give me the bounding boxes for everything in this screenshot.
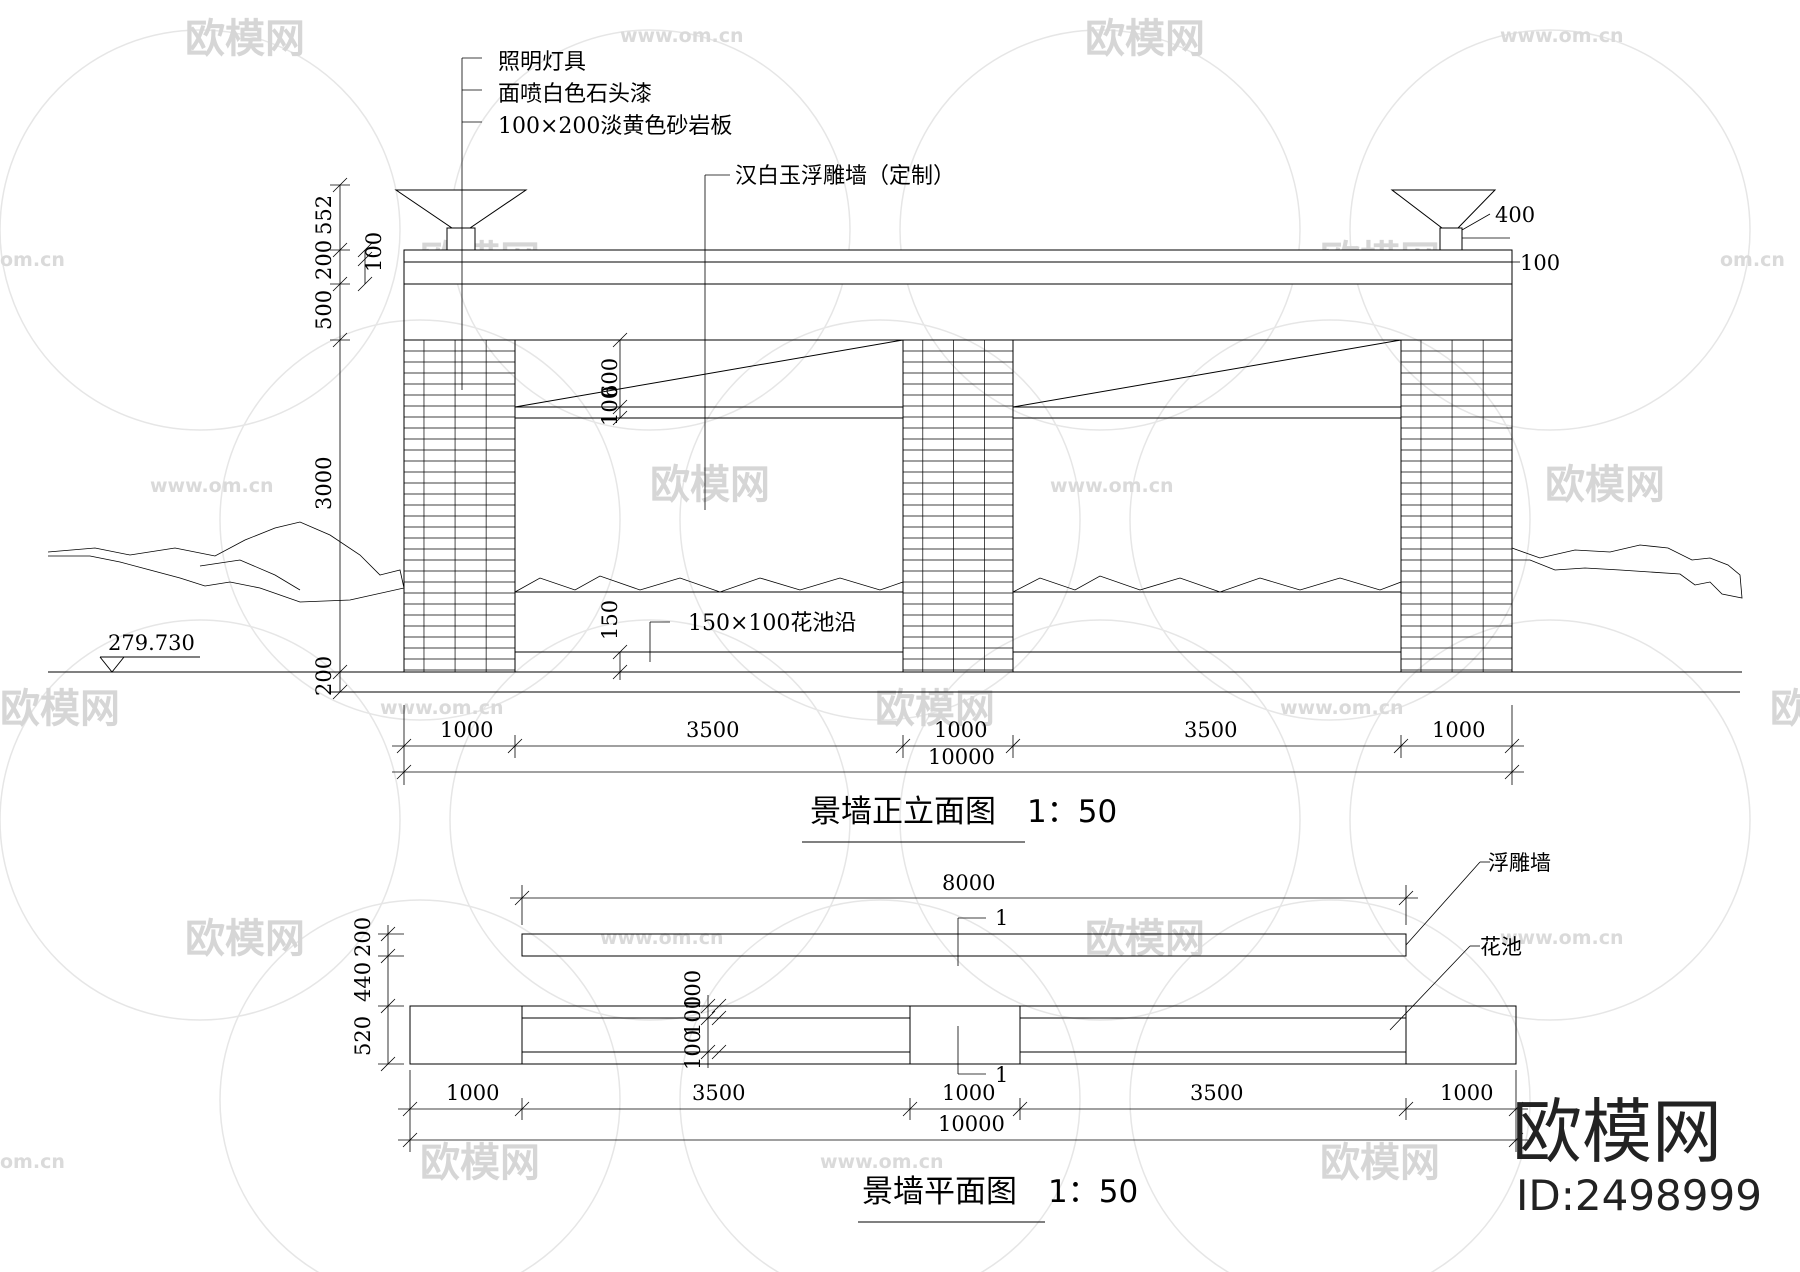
- dim-left-200-bottom: 200: [312, 656, 336, 696]
- dimension-panel: 600 100 150: [598, 332, 628, 680]
- watermark-url: www.om.cn: [1500, 927, 1624, 949]
- plan-dim-inner-100-b: 100: [681, 996, 705, 1036]
- plan-dim-bottom-total: 10000: [938, 1112, 1005, 1136]
- plan-dim-8000: 8000: [942, 871, 995, 895]
- watermark-url: www.om.cn: [600, 927, 724, 949]
- dim-bottom-1000-c: 1000: [1432, 718, 1485, 742]
- pillar-left: [404, 339, 515, 672]
- watermark-url: om.cn: [1720, 249, 1785, 271]
- rock-right: [1511, 544, 1743, 599]
- dim-lamp-top: 400: [1495, 203, 1535, 227]
- watermark-brand: 欧模网: [650, 462, 770, 508]
- watermark-brand: 欧模网: [1545, 462, 1665, 508]
- label-sandstone: 100×200淡黄色砂岩板: [498, 114, 732, 139]
- plan-dimension-inner: 100 100 100: [681, 970, 727, 1070]
- leader-lines: [461, 57, 1520, 662]
- elevation-title: 景墙正立面图 1：50: [810, 794, 1117, 830]
- dim-bottom-1000-a: 1000: [440, 718, 493, 742]
- pillar-middle: [903, 339, 1013, 672]
- watermark-url: www.om.cn: [150, 475, 274, 497]
- pillar-right: [1401, 339, 1512, 672]
- dim-lamp-side: 100: [1520, 251, 1560, 275]
- relief-panel-right: [1012, 339, 1402, 673]
- dim-bottom-3500-a: 3500: [686, 718, 739, 742]
- elevation-marker: 279.730: [99, 631, 200, 673]
- plan-dim-bottom-1000-a: 1000: [446, 1081, 499, 1105]
- watermark-brand: 欧模网: [185, 16, 305, 62]
- watermark-brand: 欧模网: [0, 686, 120, 732]
- relief-panel-left: [514, 339, 904, 673]
- wall-body: [403, 339, 1513, 673]
- plan-dim-440: 440: [351, 962, 375, 1002]
- dim-left-552: 552: [312, 195, 336, 235]
- watermark-brand: 欧模网: [185, 916, 305, 962]
- coping-band: [403, 261, 1513, 285]
- brand-watermark: 欧模网 ID:2498999: [1512, 1091, 1762, 1220]
- brand-logo-text: 欧模网: [1512, 1091, 1722, 1173]
- plan-dim-bottom-3500-a: 3500: [692, 1081, 745, 1105]
- label-planter-edge: 150×100花池沿: [688, 611, 856, 636]
- plan-dimension-bottom: 1000 3500 1000 3500 1000 10000: [398, 1070, 1528, 1152]
- section-mark-top: 1: [995, 906, 1008, 930]
- dim-left-500: 500: [312, 290, 336, 330]
- watermark-url: om.cn: [0, 249, 65, 271]
- label-paint: 面喷白色石头漆: [498, 82, 652, 107]
- dim-bottom-3500-b: 3500: [1184, 718, 1237, 742]
- plan-leaders: [1389, 861, 1490, 1031]
- label-planter-plan: 花池: [1480, 935, 1522, 959]
- watermark-text: 欧模网 欧模网 www.om.cn www.om.cn om.cn 欧模网 ww…: [0, 16, 1800, 1186]
- watermark-brand: 欧模网: [1085, 916, 1205, 962]
- watermark-brand: 欧模网: [1770, 686, 1800, 732]
- rock-left-detail: [199, 559, 301, 591]
- label-relief-plan: 浮雕墙: [1488, 851, 1551, 875]
- coping-top: [403, 249, 1513, 263]
- watermark-url: www.om.cn: [1500, 25, 1624, 47]
- section-mark-bottom: 1: [995, 1063, 1008, 1087]
- lamp-left: [394, 189, 528, 251]
- watermark-url: www.om.cn: [1280, 697, 1404, 719]
- plan-dim-bottom-3500-b: 3500: [1190, 1081, 1243, 1105]
- section-marker: [957, 917, 986, 1075]
- watermark-url: www.om.cn: [820, 1151, 944, 1173]
- plan-title: 景墙平面图 1：50: [862, 1174, 1138, 1210]
- elevation-mark-text: 279.730: [108, 631, 195, 655]
- lamp-right: [1390, 189, 1497, 251]
- watermark-pattern: [0, 29, 1751, 1272]
- watermark-url: www.om.cn: [620, 25, 744, 47]
- plan-dim-520: 520: [351, 1016, 375, 1056]
- dim-panel-600: 600: [598, 358, 622, 398]
- plan-dimension-left: 200 440 520: [351, 917, 404, 1072]
- elevation-view: 照明灯具 面喷白色石头漆 100×200淡黄色砂岩板 汉白玉浮雕墙（定制） 15…: [47, 50, 1743, 843]
- dim-inner-100: 100: [362, 232, 386, 272]
- plan-dim-bottom-1000-c: 1000: [1440, 1081, 1493, 1105]
- plan-dim-inner-100-a: 100: [681, 970, 705, 1010]
- brand-id-text: ID:2498999: [1516, 1171, 1762, 1220]
- wall-cap-block: [403, 283, 1513, 341]
- planter-plan: [409, 1005, 1517, 1065]
- watermark-url: om.cn: [0, 1151, 65, 1173]
- watermark-brand: 欧模网: [1085, 16, 1205, 62]
- watermark-url: www.om.cn: [380, 697, 504, 719]
- dim-bottom-1000-b: 1000: [934, 718, 987, 742]
- watermark-brand: 欧模网: [1320, 1140, 1440, 1186]
- dim-left-3000: 3000: [312, 457, 336, 510]
- watermark-brand: 欧模网: [875, 686, 995, 732]
- plan-dim-200: 200: [351, 917, 375, 957]
- watermark-url: www.om.cn: [1050, 475, 1174, 497]
- dimension-left: 552 200 500 3000 200 100: [312, 177, 386, 700]
- plan-dim-inner-100-c: 100: [681, 1030, 705, 1070]
- plan-view: 1 1 浮雕墙 花池 8000: [351, 851, 1551, 1223]
- label-relief: 汉白玉浮雕墙（定制）: [735, 164, 955, 189]
- dim-bottom-total: 10000: [928, 745, 995, 769]
- dim-panel-100: 100: [598, 386, 622, 426]
- dimension-bottom: 1000 3500 1000 3500 1000 10000: [392, 705, 1524, 785]
- dim-planter-150: 150: [598, 600, 622, 640]
- plan-dim-bottom-1000-b: 1000: [942, 1081, 995, 1105]
- rock-left: [47, 521, 405, 603]
- dim-left-200: 200: [312, 240, 336, 280]
- plan-dimension-top: 8000: [510, 871, 1418, 925]
- label-light: 照明灯具: [498, 50, 586, 75]
- watermark-brand: 欧模网: [420, 1140, 540, 1186]
